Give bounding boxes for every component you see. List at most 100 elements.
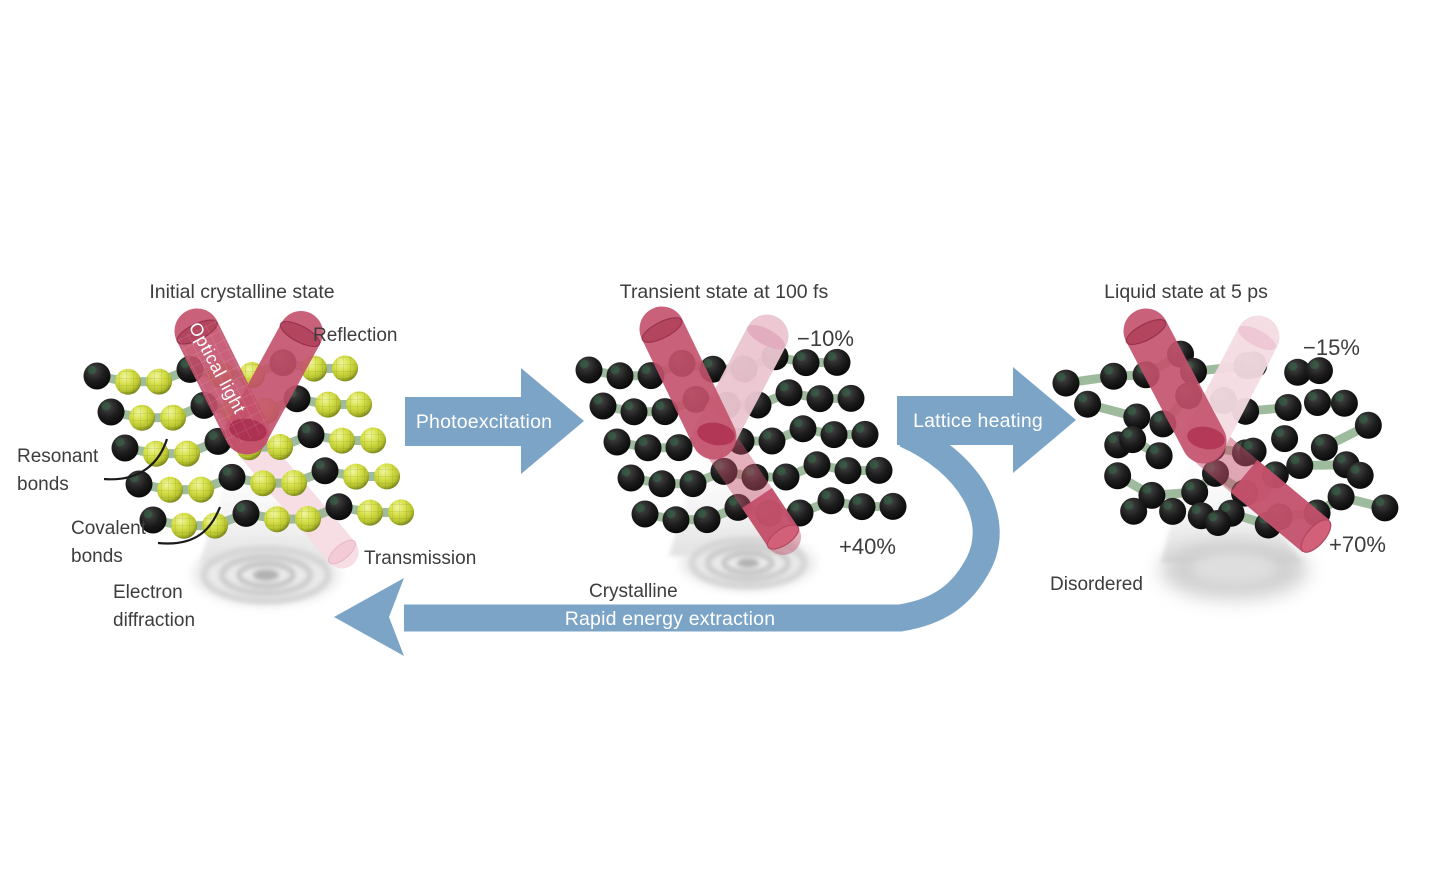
atom-black bbox=[1271, 425, 1299, 453]
atom-glint bbox=[1375, 497, 1385, 507]
atom-glint bbox=[236, 502, 246, 512]
atom-grid-overlay bbox=[157, 476, 183, 503]
panel-transient-graphic bbox=[575, 306, 907, 591]
atom-glint bbox=[1336, 454, 1346, 464]
atom-glint bbox=[222, 466, 232, 476]
atom-glint bbox=[1153, 413, 1163, 423]
transmission-beam bbox=[1230, 459, 1330, 553]
lattice-heating-arrow-label: Lattice heating bbox=[913, 410, 1043, 432]
atom-glint bbox=[669, 437, 679, 447]
atom-black bbox=[820, 421, 848, 449]
panel-title-initial: Initial crystalline state bbox=[149, 281, 335, 303]
atom-glint bbox=[655, 401, 665, 411]
atom-glint bbox=[714, 460, 724, 470]
atom-grid-overlay bbox=[295, 506, 321, 532]
atom-black bbox=[603, 428, 631, 456]
atom-black bbox=[97, 398, 125, 426]
atom-glint bbox=[143, 509, 153, 519]
panel-title-liquid: Liquid state at 5 ps bbox=[1104, 281, 1268, 303]
atom-black bbox=[1346, 461, 1374, 489]
incoming-beam-cap bbox=[641, 317, 683, 343]
atom-glint bbox=[841, 387, 851, 397]
atom-black bbox=[1119, 426, 1147, 454]
atom-glint bbox=[1331, 486, 1341, 496]
atom-grid-overlay bbox=[188, 476, 214, 503]
atom-glint bbox=[208, 430, 218, 440]
atom-glint bbox=[852, 496, 862, 506]
resonant-bonds-label: Resonant bonds bbox=[17, 446, 99, 495]
atom-grid-overlay bbox=[281, 470, 307, 496]
reflection-label: Reflection bbox=[313, 325, 398, 346]
atom-grid-overlay bbox=[267, 434, 293, 460]
atom-black bbox=[1120, 497, 1148, 525]
incoming-beam-cap bbox=[1125, 318, 1167, 346]
atom-glint bbox=[593, 395, 603, 405]
atom-grid-overlay bbox=[143, 440, 169, 467]
atom-glint bbox=[1358, 414, 1368, 424]
atom-glint bbox=[115, 437, 125, 447]
resonant-leader-line bbox=[103, 438, 169, 481]
atom-glint bbox=[1334, 392, 1344, 402]
atom-glint bbox=[1278, 396, 1288, 406]
atom-glint bbox=[1350, 464, 1360, 474]
atom-glint bbox=[1309, 360, 1319, 370]
atom-glint bbox=[641, 365, 651, 375]
atom-black bbox=[1145, 442, 1173, 470]
atom-black bbox=[631, 500, 659, 528]
atom-grid-overlay bbox=[332, 355, 358, 382]
atom-glint bbox=[1127, 406, 1137, 416]
beam-junction-cap bbox=[1187, 426, 1225, 450]
atom-black bbox=[1327, 483, 1355, 511]
arrowhead-left-icon bbox=[334, 578, 404, 656]
atom-grid-overlay bbox=[174, 440, 200, 467]
atom-black bbox=[634, 434, 662, 462]
atom-glint bbox=[1142, 484, 1152, 494]
atom-black bbox=[1310, 433, 1338, 461]
reflection-beam-cap bbox=[1238, 325, 1276, 351]
atom-black bbox=[679, 470, 707, 498]
atom-black bbox=[806, 385, 834, 413]
atom-black bbox=[848, 493, 876, 521]
atom-black bbox=[834, 457, 862, 485]
atom-black bbox=[865, 456, 893, 484]
diffuse-diffraction-center bbox=[1192, 552, 1276, 584]
atom-grid-overlay bbox=[202, 512, 228, 539]
atom-black bbox=[662, 506, 690, 534]
atom-glint bbox=[194, 394, 204, 404]
atom-glint bbox=[624, 401, 634, 411]
atom-glint bbox=[790, 502, 800, 512]
atom-grid-overlay bbox=[374, 463, 400, 490]
atom-glint bbox=[1288, 361, 1298, 371]
atom-black bbox=[665, 434, 693, 462]
atom-black bbox=[1052, 369, 1080, 397]
atom-black bbox=[1371, 494, 1399, 522]
atom-black bbox=[1274, 393, 1302, 421]
atom-grid-overlay bbox=[329, 427, 355, 454]
atom-black bbox=[772, 463, 800, 491]
atom-black bbox=[1159, 497, 1187, 525]
atom-glint bbox=[779, 382, 789, 392]
atom-black bbox=[1354, 411, 1382, 439]
atom-black bbox=[218, 463, 246, 491]
energy-extraction-arrow-label: Rapid energy extraction bbox=[564, 608, 776, 630]
atom-black bbox=[817, 487, 845, 515]
lattice-crystalline-yellow bbox=[83, 349, 414, 539]
atom-glint bbox=[1290, 455, 1300, 465]
atom-glint bbox=[621, 467, 631, 477]
atom-glint bbox=[1108, 434, 1118, 444]
reflection-change-liquid: −15% bbox=[1303, 335, 1360, 360]
atom-grid-overlay bbox=[115, 368, 141, 395]
atom-black bbox=[879, 492, 907, 520]
atom-glint bbox=[610, 365, 620, 375]
atom-grid-overlay bbox=[357, 499, 383, 526]
atom-glint bbox=[635, 503, 645, 513]
atom-glint bbox=[1307, 392, 1317, 402]
atom-glint bbox=[762, 430, 772, 440]
atom-glint bbox=[301, 424, 311, 434]
atom-glint bbox=[1078, 393, 1088, 403]
state-label-disordered: Disordered bbox=[1050, 574, 1143, 595]
atom-glint bbox=[1149, 445, 1159, 455]
atom-glint bbox=[1243, 440, 1253, 450]
atom-glint bbox=[728, 496, 738, 506]
